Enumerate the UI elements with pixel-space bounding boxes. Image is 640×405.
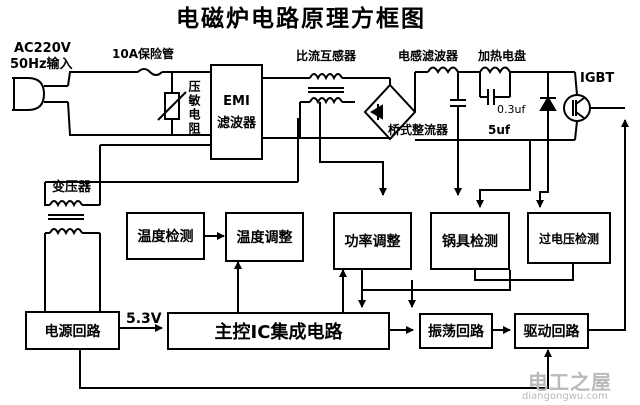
transformer-label: 变压器 [52, 180, 92, 195]
watermark-title: 电工之屋 [528, 370, 612, 394]
driver-block: 驱动回路 [514, 313, 589, 349]
fuse-icon [122, 68, 210, 76]
ac-plug-icon [12, 77, 68, 111]
capacitor-0-3uf-label: 0.3uf [497, 103, 526, 116]
emi-filter-label-line2: 滤波器 [216, 115, 256, 131]
fuse-label: 10A保险管 [112, 47, 174, 61]
varistor-icon [157, 72, 187, 135]
diagram-title: 电磁炉电路原理方框图 [176, 6, 426, 32]
temperature-detect-block: 温度检测 [126, 212, 205, 260]
bridge-rectifier-label: 桥式整流器 [388, 123, 449, 137]
heating-coil-icon [479, 66, 511, 75]
filter-capacitor-icon [450, 72, 466, 140]
emi-filter-block: EMI 滤波器 [210, 64, 263, 160]
input-voltage-label: AC220V [14, 41, 71, 56]
capacitor-5uf-label: 5uf [488, 123, 511, 137]
temperature-adjust-block: 温度调整 [225, 212, 304, 262]
igbt-icon [563, 71, 625, 141]
input-frequency-label: 50Hz输入 [10, 57, 73, 72]
inductor-filter-label: 电感滤波器 [398, 49, 459, 63]
current-transformer-icon [300, 73, 360, 105]
overvoltage-detect-block: 过电压检测 [527, 212, 611, 264]
resonant-capacitor-icon [479, 72, 511, 105]
filter-inductor-icon [427, 66, 459, 75]
heating-coil-label: 加热电盘 [478, 49, 527, 63]
igbt-label: IGBT [580, 71, 615, 86]
oscillator-block: 振荡回路 [419, 313, 493, 349]
damper-diode-icon [539, 72, 557, 140]
power-supply-block: 电源回路 [25, 311, 120, 350]
current-transformer-label: 比流互感器 [296, 49, 357, 63]
power-adjust-block: 功率调整 [333, 212, 412, 270]
voltage-5v3-label: 5.3V [126, 311, 162, 327]
watermark-url: diangongwu.com [522, 391, 608, 402]
pot-detect-block: 锅具检测 [430, 212, 510, 270]
main-ic-block: 主控IC集成电路 [167, 312, 390, 350]
varistor-label: 压敏电阻 [187, 80, 201, 136]
bridge-rectifier-icon [360, 72, 417, 141]
emi-filter-label-line1: EMI [223, 93, 250, 109]
